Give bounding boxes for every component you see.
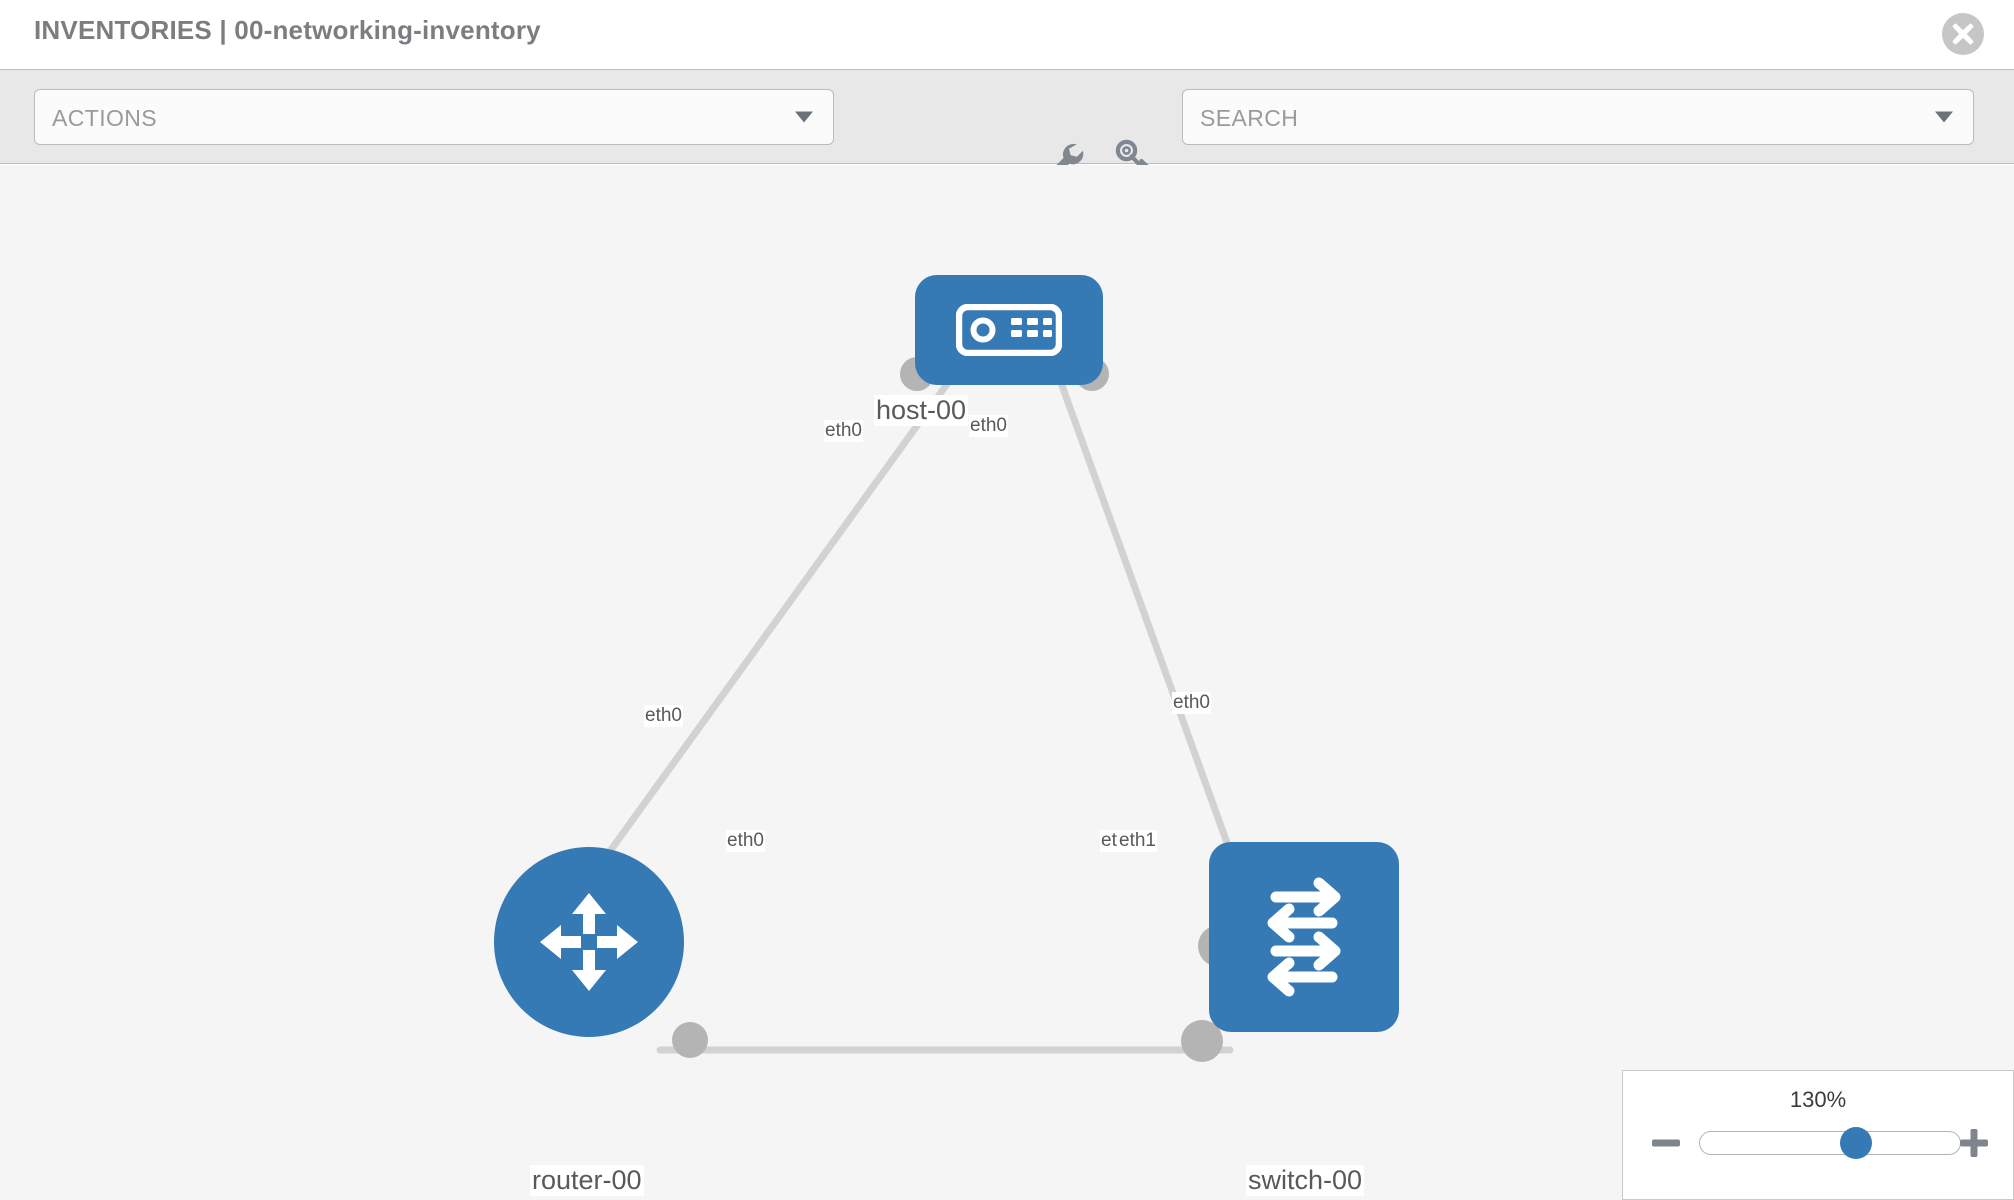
page-header: INVENTORIES | 00-networking-inventory	[0, 0, 2014, 70]
link-router-host	[596, 376, 954, 869]
search-placeholder: SEARCH	[1200, 105, 1299, 131]
port-dot-switch-left	[1181, 1020, 1223, 1062]
iface-label-router-up: eth0	[644, 705, 683, 727]
actions-dropdown[interactable]: ACTIONS	[34, 89, 834, 145]
node-router-00[interactable]	[494, 847, 684, 1037]
router-icon	[540, 893, 638, 991]
topology-canvas[interactable]: host-00 router-00 switch-00 eth0 eth0 et…	[0, 165, 2014, 1200]
close-icon[interactable]	[1942, 13, 1984, 55]
link-host-switch	[1056, 376, 1239, 869]
node-label-host-00: host-00	[874, 395, 969, 427]
node-label-router-00: router-00	[530, 1165, 644, 1197]
iface-label-router-right: eth0	[726, 830, 765, 852]
node-label-switch-00: switch-00	[1246, 1165, 1365, 1197]
zoom-slider[interactable]	[1699, 1127, 1961, 1159]
node-router-00-shape[interactable]	[494, 847, 684, 1037]
node-switch-00-shape[interactable]	[1209, 842, 1399, 1032]
zoom-control-panel: 130%	[1622, 1070, 2014, 1200]
search-input[interactable]: SEARCH	[1182, 89, 1974, 145]
zoom-out-button[interactable]	[1649, 1126, 1683, 1160]
toolbar: ACTIONS SEARCH	[0, 70, 2014, 176]
iface-label-switch-left: eth1	[1118, 830, 1157, 852]
chevron-down-icon	[1935, 111, 1953, 123]
page-title: INVENTORIES | 00-networking-inventory	[34, 15, 541, 45]
iface-label-switch-up: eth0	[1172, 692, 1211, 714]
port-dot-router-right	[672, 1022, 708, 1058]
iface-label-host-right: eth0	[969, 415, 1008, 437]
node-host-00-shape[interactable]	[915, 275, 1103, 385]
server-icon	[956, 304, 1062, 356]
plus-icon	[1960, 1129, 1988, 1157]
zoom-level-value: 130%	[1789, 1087, 1847, 1112]
minus-icon	[1652, 1139, 1680, 1147]
actions-dropdown-label: ACTIONS	[52, 105, 158, 131]
node-host-00[interactable]	[915, 275, 1103, 385]
switch-icon	[1267, 877, 1341, 997]
chevron-down-icon	[795, 111, 813, 123]
zoom-in-button[interactable]	[1957, 1126, 1991, 1160]
node-switch-00[interactable]	[1209, 842, 1399, 1032]
zoom-slider-thumb[interactable]	[1840, 1127, 1872, 1159]
iface-label-host-left: eth0	[824, 420, 863, 442]
topology-links	[596, 376, 1239, 1054]
